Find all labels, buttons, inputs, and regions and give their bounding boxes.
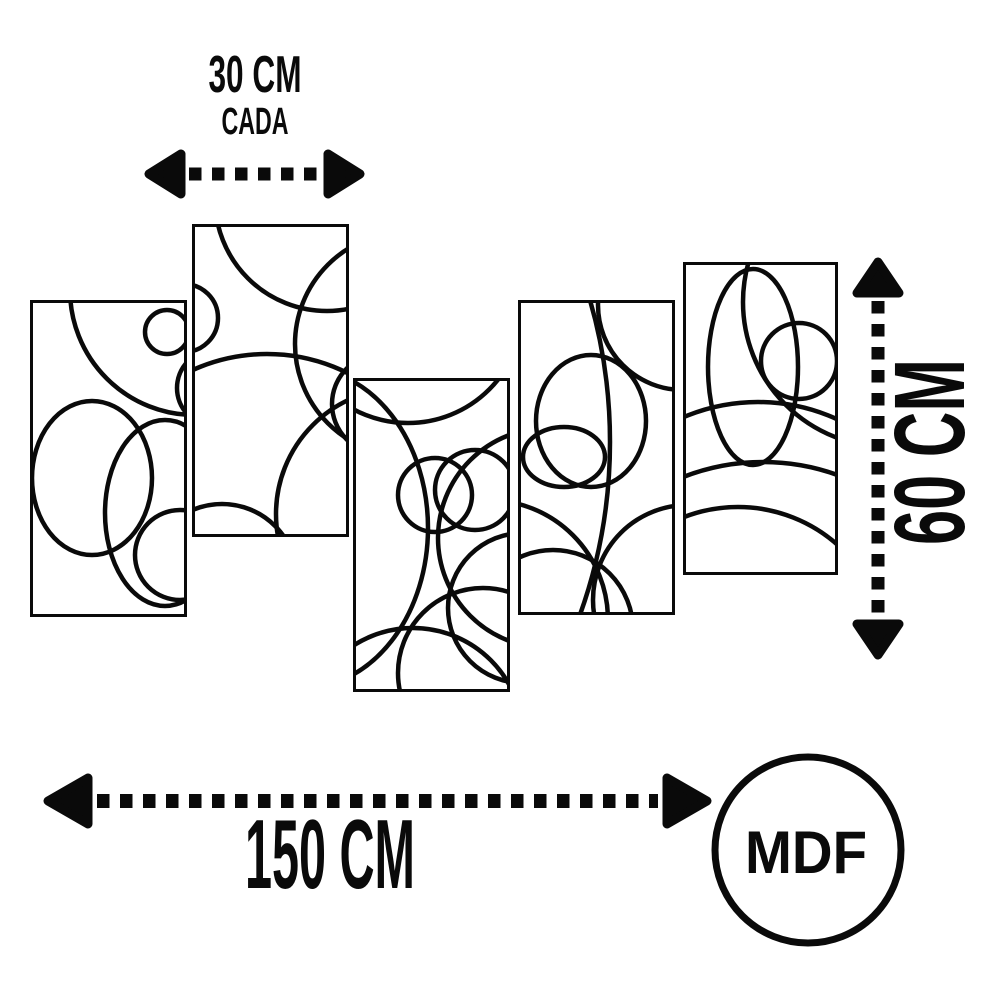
circle-motif	[329, 363, 349, 445]
panel-2	[192, 224, 349, 537]
height-arrow	[852, 257, 904, 660]
mdf-badge-circle	[711, 753, 905, 947]
arrow-right-icon	[323, 149, 365, 199]
circle-motif	[192, 501, 287, 537]
panel-surface	[683, 262, 838, 575]
circle-motif	[215, 224, 349, 314]
circle-motif	[518, 547, 634, 615]
circle-motif	[740, 262, 838, 441]
panel-surface	[192, 224, 349, 537]
circle-motif	[292, 245, 349, 443]
circle-motif	[595, 300, 675, 392]
panel-width-value: 30 CM	[209, 46, 302, 104]
total-width-value: 150 CM	[245, 799, 415, 909]
circle-motif	[395, 455, 475, 535]
height-value: 60 CM	[874, 359, 986, 545]
circle-motif	[353, 378, 503, 426]
circle-motif	[683, 399, 838, 423]
circle-motif	[395, 585, 510, 692]
circle-motif	[683, 459, 838, 480]
arrow-left-icon	[144, 149, 186, 199]
panel-surface	[30, 300, 187, 617]
circle-motif	[683, 504, 838, 549]
circle-motif	[590, 503, 675, 615]
panel-width-cada: CADA	[222, 101, 289, 143]
ellipse-motif	[520, 424, 608, 490]
circle-motif	[132, 507, 187, 603]
ellipse-motif	[353, 378, 431, 678]
arrow-down-icon	[852, 619, 904, 660]
arrow-up-icon	[852, 257, 904, 298]
height-label: 60 CM	[874, 359, 986, 545]
panel-width-arrow	[144, 149, 365, 199]
panel-5	[683, 262, 838, 575]
circle-motif	[192, 282, 221, 354]
circle-motif	[273, 397, 349, 537]
ellipse-motif	[705, 266, 801, 468]
panel-surface	[353, 378, 510, 692]
panel-width-label: 30 CM CADA	[209, 46, 302, 143]
circle-motif	[435, 432, 510, 644]
circle-motif	[142, 307, 187, 357]
arrow-right-icon	[662, 773, 712, 829]
circle-motif	[577, 300, 613, 615]
circle-motif	[353, 625, 510, 692]
circle-motif	[445, 531, 510, 685]
circle-motif	[432, 447, 510, 533]
panel-4	[518, 300, 675, 615]
mdf-label: MDF	[745, 819, 867, 886]
total-width-arrow	[43, 773, 712, 829]
circle-motif	[192, 351, 349, 377]
panel-1	[30, 300, 187, 617]
circle-motif	[174, 359, 187, 417]
panels-group	[30, 224, 838, 692]
mdf-badge: MDF	[711, 753, 905, 947]
panel-3	[353, 378, 510, 692]
ellipse-motif	[533, 352, 649, 490]
ellipse-motif	[102, 417, 187, 609]
arrow-left-icon	[43, 773, 93, 829]
